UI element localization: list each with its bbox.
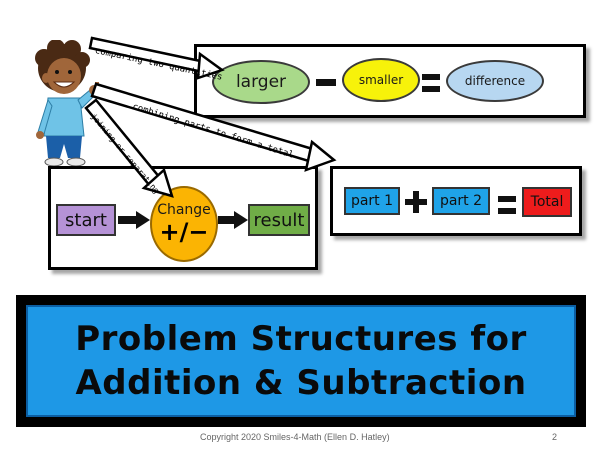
part2-box: part 2 bbox=[432, 187, 490, 215]
arrow-to-result-icon bbox=[218, 211, 248, 229]
part1-box: part 1 bbox=[344, 187, 400, 215]
total-box: Total bbox=[522, 187, 572, 217]
equals-sign-parts-bottom bbox=[498, 208, 516, 214]
change-sign: +/− bbox=[159, 218, 209, 246]
boy-illustration bbox=[35, 40, 99, 167]
plus-sign-v bbox=[413, 191, 419, 213]
smaller-label: smaller bbox=[358, 73, 404, 87]
title-banner: Problem Structures for Addition & Subtra… bbox=[26, 305, 576, 417]
copyright-text: Copyright 2020 Smiles-4-Math (Ellen D. H… bbox=[200, 432, 390, 442]
start-box: start bbox=[56, 204, 116, 236]
total-label: Total bbox=[530, 194, 564, 210]
difference-label: difference bbox=[464, 74, 526, 88]
change-circle: Change +/− bbox=[150, 186, 218, 262]
equals-sign-top bbox=[422, 74, 440, 80]
part2-label: part 2 bbox=[439, 193, 483, 209]
result-label: result bbox=[253, 209, 305, 231]
result-box: result bbox=[248, 204, 310, 236]
combining-arrow bbox=[90, 82, 337, 172]
page-number: 2 bbox=[552, 432, 558, 442]
title-line-2: Addition & Subtraction bbox=[75, 363, 527, 403]
joining-arrow bbox=[84, 98, 174, 198]
difference-oval: difference bbox=[446, 60, 544, 102]
equals-sign-parts-top bbox=[498, 196, 516, 202]
start-label: start bbox=[65, 209, 107, 231]
banner-arrows bbox=[84, 36, 337, 198]
smaller-oval: smaller bbox=[342, 58, 420, 102]
comparing-arrow bbox=[88, 36, 225, 80]
larger-label: larger bbox=[235, 72, 287, 92]
change-label: Change bbox=[157, 202, 211, 218]
arrow-to-change-icon bbox=[118, 211, 150, 229]
part1-label: part 1 bbox=[350, 193, 394, 209]
minus-sign bbox=[316, 79, 336, 86]
title-line-1: Problem Structures for bbox=[75, 319, 527, 359]
larger-oval: larger bbox=[212, 60, 310, 104]
equals-sign-bottom bbox=[422, 86, 440, 92]
